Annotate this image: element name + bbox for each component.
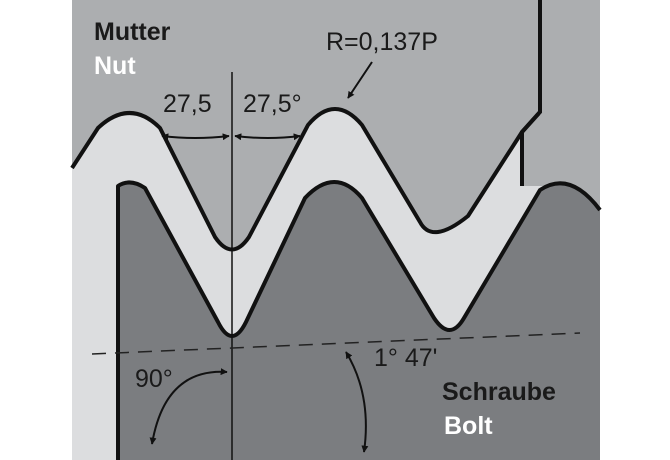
nut-label-en: Nut [94,52,136,80]
taper-angle-label: 1° 47' [374,344,437,372]
radius-label: R=0,137P [326,28,438,56]
half-angle-right-label: 27,5° [243,90,302,118]
nut-body [72,0,600,250]
nut-right-strip [540,0,600,186]
nut-label: Mutter [94,18,171,46]
half-angle-left-label: 27,5 [163,90,212,118]
right-angle-label: 90° [135,365,173,393]
radius-pointer-arrow [347,61,373,99]
bolt-outline [116,180,602,460]
flank-arc-left [161,133,230,141]
taper-dashed-line [91,332,581,355]
right-angle-arc [149,368,228,445]
flank-arc-right [234,133,301,141]
bolt-body [118,182,600,460]
bolt-label-en: Bolt [444,412,493,440]
taper-angle-arc [345,351,369,453]
nut-outline [70,0,542,252]
bolt-label: Schraube [442,378,556,406]
